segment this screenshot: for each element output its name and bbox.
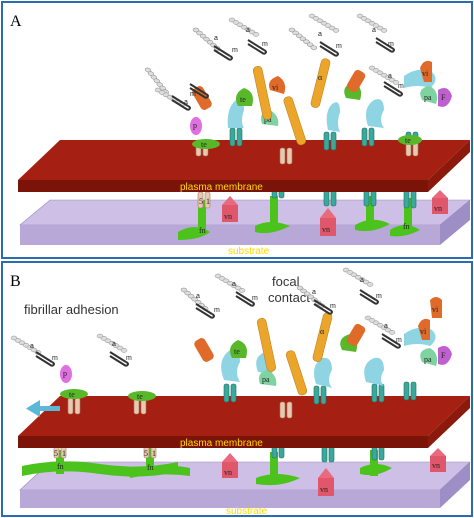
plasma-membrane-b [18,396,470,448]
tensin-label-a2: te [405,136,411,145]
paxillin-b: pa pa [259,348,438,386]
tensin-label-a1: te [201,140,207,149]
myosin-m-label-2: m [232,47,238,54]
alpha-actinin-a: α [252,58,331,146]
vn-label-a2: vn [322,225,330,234]
fn-label-b2: fn [147,463,154,472]
myosin-m-label-b6: m [376,293,382,300]
integrin-1-label-a: 1 [206,197,210,206]
tensin-label-a3: te [240,95,246,104]
panel-a: A substrate fn fn vn [1,1,473,259]
actin-a-label-b1: a [30,343,34,350]
migration-arrow [26,400,60,417]
tensin-a: te te [192,135,422,149]
fn-label-a1: fn [199,226,206,235]
myosin-m-label-1: m [190,91,196,98]
ecm-proteins-b: fn fn [22,448,392,486]
p-protein-a: p [190,117,202,135]
vn-label-a3: vn [434,204,442,213]
myosin-m-label-3: m [262,41,268,48]
vitronectin-b: vn vn vn [222,448,446,496]
focal-contact-label-line1: focal [272,274,300,289]
tensin-label-b1: te [69,390,75,399]
myosin-m-label-4: m [336,43,342,50]
tensin-label-b3: te [234,347,240,356]
actin-a-label-b7: a [384,323,388,330]
myosin-m-label-b3: m [214,307,220,314]
actin-a-label-b3: a [196,293,200,300]
vinculin-label-b2: vi [432,305,439,314]
tensin-label-b2: te [137,392,143,401]
actin-a-label-b6: a [360,277,364,284]
fn-label-b1: fn [57,462,64,471]
paxillin-label-b1: pa [262,375,270,384]
actin-a-label-1: a [184,99,188,106]
tensin-b: te te [60,389,156,401]
p-label-a: p [193,121,197,130]
vn-label-b3: vn [432,461,440,470]
actin-a-label-3: a [246,27,250,34]
actin-a-label-6: a [388,73,392,80]
myosin-m-label-b4: m [252,295,258,302]
substrate-label-b: substrate [226,506,268,517]
p-label-b: p [63,369,67,378]
vn-label-b1: vn [224,468,232,477]
actin-letters-b: a m a m a m a m a m a m a m [30,277,402,362]
ecm-proteins-a: fn fn [178,196,420,240]
actin-a-label-5: a [372,27,376,34]
panel-b: B fibrillar adhesion focal contact subst… [1,261,473,517]
myosin-m-label-b7: m [396,337,402,344]
panel-a-letter: A [10,13,22,30]
alpha-actinin-label-b: α [320,327,325,336]
substrate-label-a: substrate [228,246,270,257]
vinculin-label-b1: vi [420,327,427,336]
membrane-label-b: plasma membrane [180,438,263,449]
fak-a: F [438,88,452,107]
myosin-m-label-b5: m [330,303,336,310]
alpha-actinin-b: α [256,312,333,396]
fak-label-b: F [441,351,446,360]
p-protein-b: p [60,365,72,383]
vn-label-a1: vn [224,212,232,221]
fak-b: F [438,346,452,365]
actin-a-label-b2: a [112,341,116,348]
actin-letters-a: a m a m a m a m a m a m [184,27,404,106]
panel-b-letter: B [10,273,21,290]
myosin-m-label-6: m [398,83,404,90]
actin-a-label-4: a [318,31,322,38]
vinculin-orange-b [194,323,366,362]
integrin-5-label-b2: 5 [144,449,148,458]
paxillin-label-b2: pa [424,355,432,364]
integrin-1-label-b2: 1 [152,449,156,458]
integrin-stalks-a: 5 1 [197,179,417,209]
integrin-5-label-b1: 5 [54,449,58,458]
vinculin-b: vi vi te [230,297,442,358]
integrin-stalks-b: 5 1 5 1 [53,439,385,463]
actin-a-label-b5: a [312,289,316,296]
fibrillar-adhesion-label: fibrillar adhesion [24,302,119,317]
plasma-membrane-a [18,140,470,192]
vinculin-label-a1: vi [272,83,279,92]
fn-label-a2: fn [403,222,410,231]
integrin-1-label-b1: 1 [62,449,66,458]
actin-a-label-b4: a [232,281,236,288]
alpha-actinin-label-a: α [318,73,323,82]
actin-a-label-2: a [214,35,218,42]
vitronectin-a: vn vn vn [222,190,448,236]
paxillin-label-a2: pa [424,93,432,102]
fak-label-a: F [441,93,446,102]
membrane-label-a: plasma membrane [180,182,263,193]
myosin-m-label-b2: m [126,355,132,362]
myosin-m-label-5: m [388,41,394,48]
vinculin-label-a2: vi [422,69,429,78]
focal-contact-label-line2: contact [268,290,310,305]
vn-label-b2: vn [320,485,328,494]
myosin-m-label-b1: m [52,355,58,362]
integrin-5-label-a: 5 [199,197,203,206]
